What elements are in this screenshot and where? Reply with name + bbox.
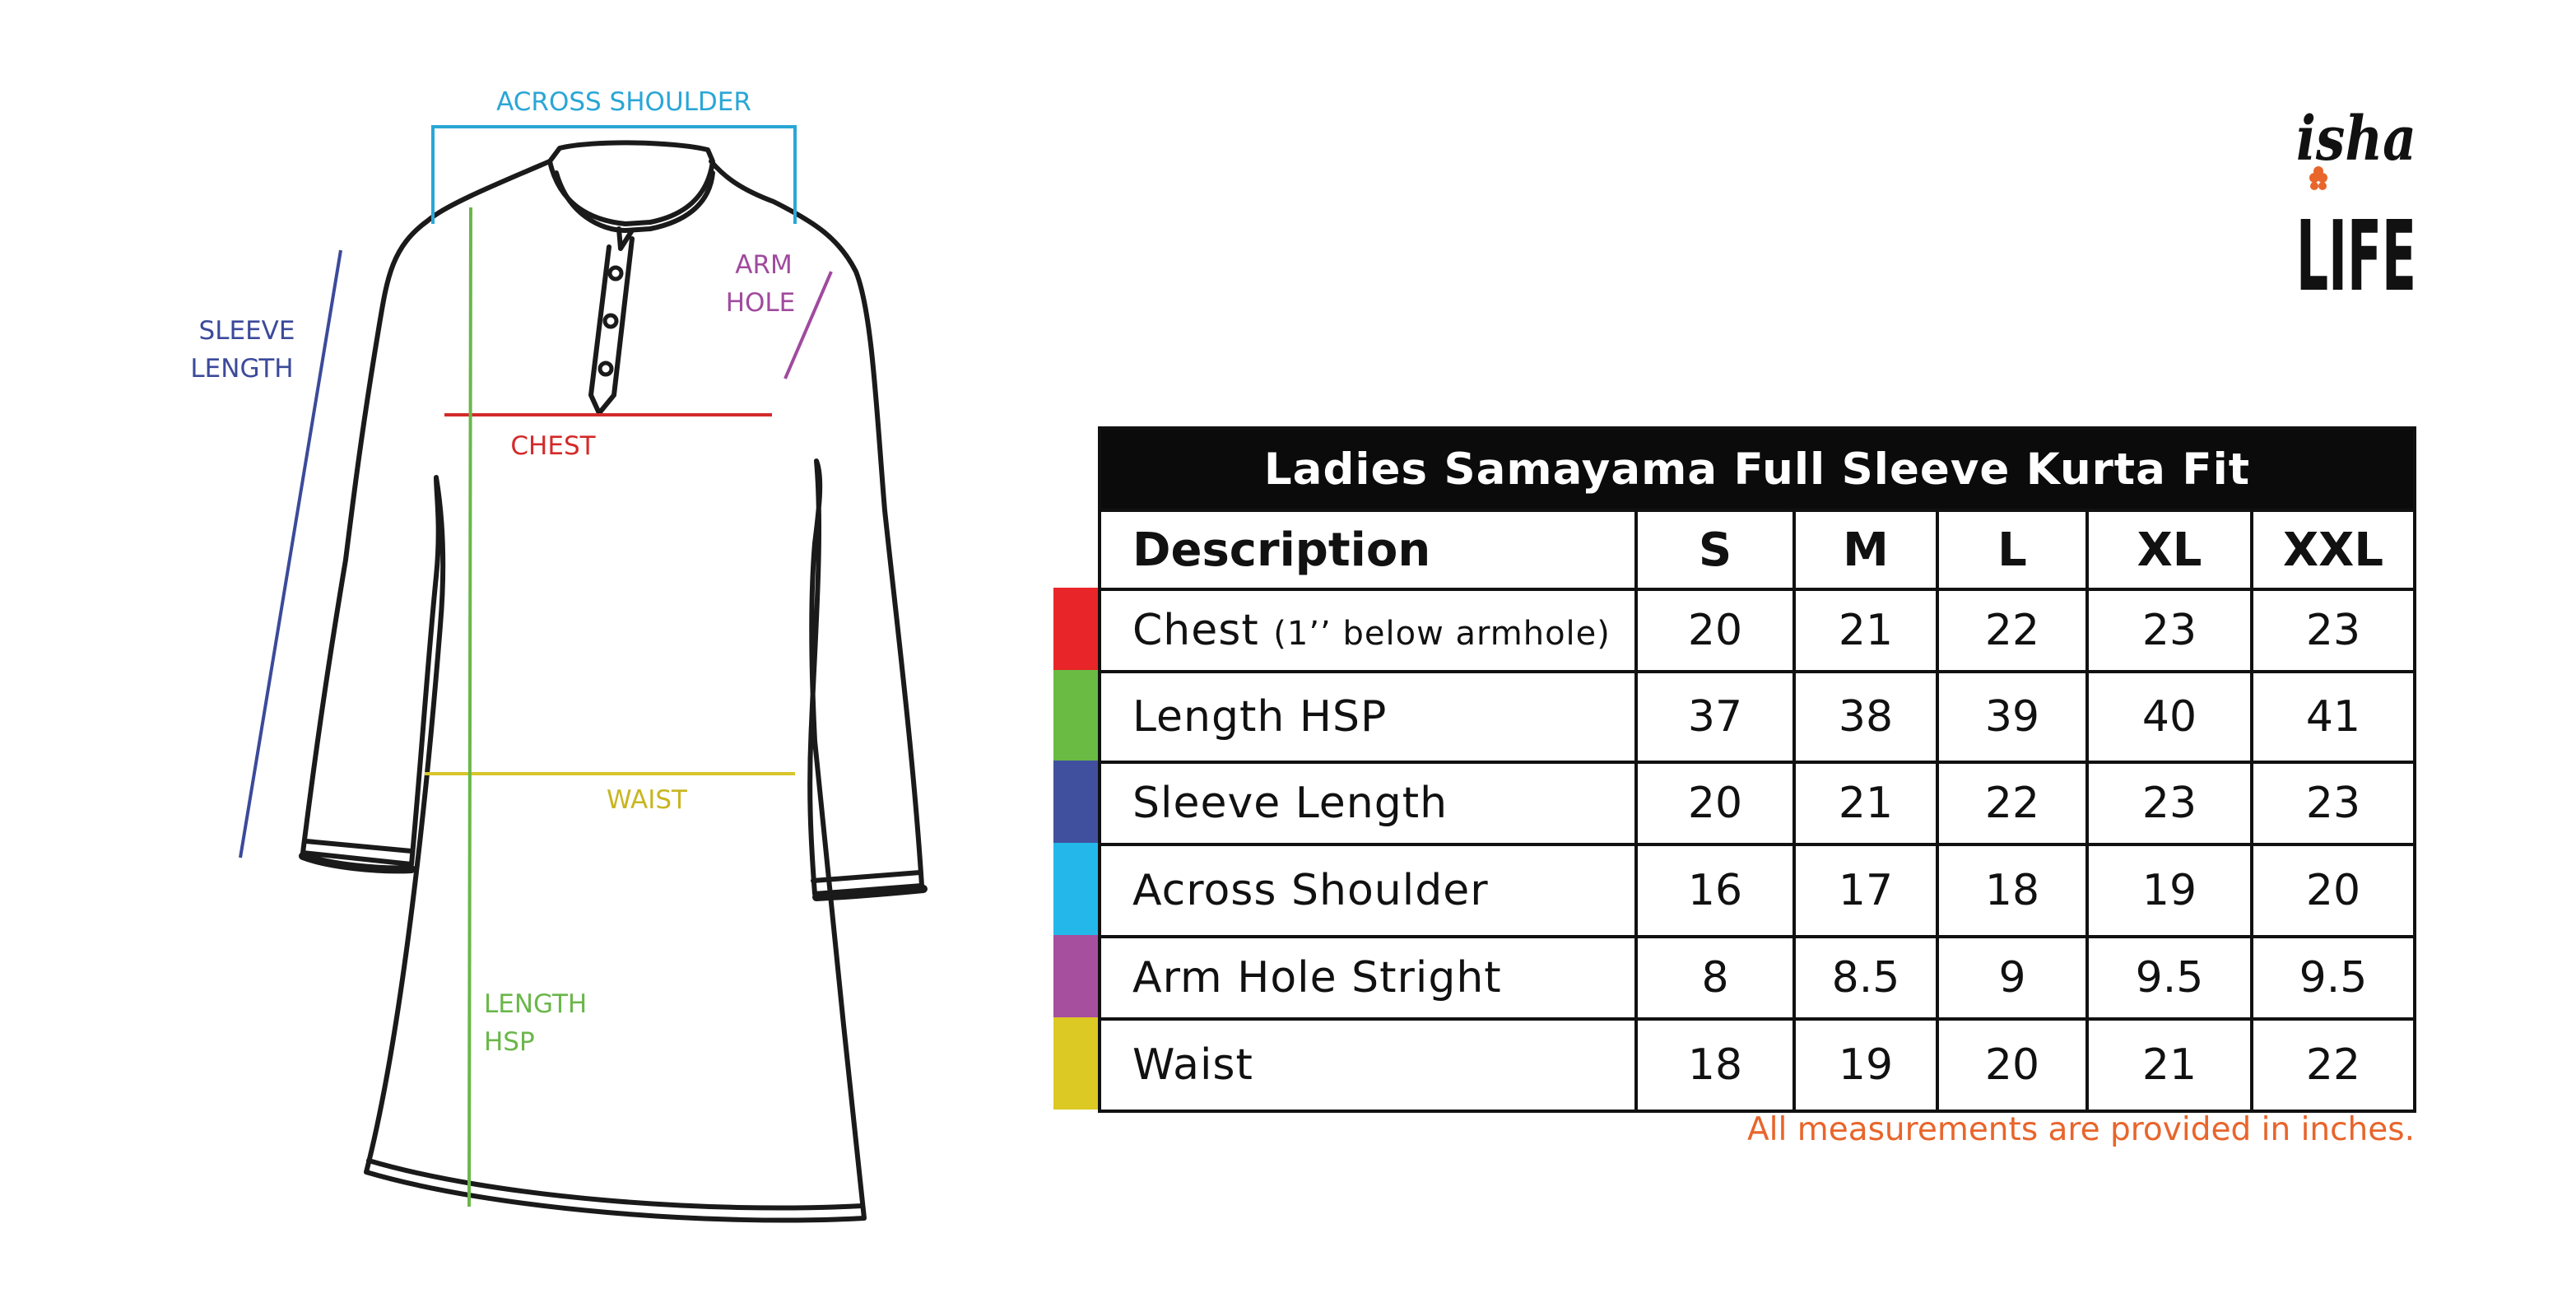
- length-hsp-label: LENGTH: [484, 989, 587, 1019]
- size-value-cell: 21: [2085, 1017, 2253, 1113]
- size-value-cell: 21: [1793, 588, 1939, 673]
- logo-isha-text: isha: [2296, 104, 2416, 174]
- logo-life-text: LIFE: [2296, 199, 2416, 305]
- size-value-cell: 20: [1634, 588, 1796, 673]
- size-value-cell: 41: [2250, 670, 2416, 764]
- row-description: Sleeve Length: [1098, 761, 1638, 846]
- size-value-cell: 38: [1793, 670, 1939, 764]
- row-description: Across Shoulder: [1098, 843, 1638, 938]
- color-key-column: [1053, 588, 1098, 1110]
- size-value-cell: 9.5: [2250, 935, 2416, 1021]
- size-value-cell: 18: [1936, 843, 2089, 938]
- size-value-cell: 20: [1936, 1017, 2089, 1113]
- size-value-cell: 21: [1793, 761, 1939, 846]
- size-value-cell: 22: [2250, 1017, 2416, 1113]
- length-hsp-guide: [467, 207, 472, 1207]
- header-size: S: [1634, 509, 1796, 591]
- size-value-cell: 22: [1936, 761, 2089, 846]
- size-value-cell: 23: [2250, 761, 2416, 846]
- chest-label: CHEST: [510, 431, 596, 461]
- row-description: Length HSP: [1098, 670, 1638, 764]
- size-value-cell: 9: [1936, 935, 2089, 1021]
- size-value-cell: 8.5: [1793, 935, 1939, 1021]
- length-hsp-label: HSP: [484, 1027, 535, 1057]
- header-size: XXL: [2250, 509, 2416, 591]
- color-key: [1053, 935, 1098, 1017]
- size-value-cell: 19: [2085, 843, 2253, 938]
- size-value-cell: 40: [2085, 670, 2253, 764]
- row-label: Arm Hole Stright: [1132, 953, 1502, 1003]
- size-value-cell: 17: [1793, 843, 1939, 938]
- sleeve-length-guide: [239, 249, 342, 858]
- row-label: Length HSP: [1132, 692, 1388, 742]
- size-value-cell: 19: [1793, 1017, 1939, 1113]
- header-size: M: [1793, 509, 1939, 591]
- row-description: Chest (1’’ below armhole): [1098, 588, 1638, 673]
- arm-hole-guide: [783, 271, 833, 379]
- size-value-cell: 20: [1634, 761, 1796, 846]
- size-value-cell: 16: [1634, 843, 1796, 938]
- row-label: Across Shoulder: [1132, 866, 1489, 915]
- measurement-footnote: All measurements are provided in inches.: [1746, 1111, 2415, 1148]
- size-value-cell: 39: [1936, 670, 2089, 764]
- color-key: [1053, 843, 1098, 935]
- waist-label: WAIST: [607, 785, 688, 815]
- color-key: [1053, 670, 1098, 761]
- logo-flower-icon: [2309, 166, 2327, 190]
- row-description: Waist: [1098, 1017, 1638, 1113]
- button-dot: [607, 265, 624, 281]
- row-note: (1’’ below armhole): [1273, 615, 1611, 653]
- size-value-cell: 9.5: [2085, 935, 2253, 1021]
- sleeve-length-label: SLEEVE: [199, 316, 295, 346]
- arm-hole-label: HOLE: [726, 288, 796, 318]
- size-value-cell: 23: [2085, 588, 2253, 673]
- kurta-diagram: ACROSS SHOULDER SLEEVE LENGTH ARM HOLE C…: [190, 87, 928, 1223]
- size-value-cell: 8: [1634, 935, 1796, 1021]
- sleeve-length-label: LENGTH: [190, 354, 293, 384]
- across-shoulder-guide: [431, 125, 797, 224]
- header-description: Description: [1098, 509, 1638, 591]
- size-chart-table: Ladies Samayama Full Sleeve Kurta Fit De…: [1098, 426, 2416, 1113]
- size-value-cell: 18: [1634, 1017, 1796, 1113]
- header-size: L: [1936, 509, 2089, 591]
- row-label: Sleeve Length: [1132, 779, 1448, 828]
- kurta-outline: [299, 140, 928, 1223]
- button-dot: [598, 361, 614, 377]
- size-value-cell: 23: [2250, 588, 2416, 673]
- arm-hole-label: ARM: [735, 250, 793, 280]
- header-size: XL: [2085, 509, 2253, 591]
- size-value-cell: 23: [2085, 761, 2253, 846]
- color-key: [1053, 588, 1098, 670]
- row-description: Arm Hole Stright: [1098, 935, 1638, 1021]
- color-key: [1053, 1017, 1098, 1110]
- row-label: Chest: [1132, 606, 1259, 655]
- size-value-cell: 22: [1936, 588, 2089, 673]
- across-shoulder-label: ACROSS SHOULDER: [496, 87, 751, 117]
- color-key: [1053, 761, 1098, 843]
- row-label: Waist: [1132, 1040, 1253, 1090]
- kurta-buttons: [598, 265, 624, 377]
- table-title: Ladies Samayama Full Sleeve Kurta Fit: [1098, 426, 2416, 512]
- button-dot: [602, 313, 619, 329]
- size-value-cell: 37: [1634, 670, 1796, 764]
- isha-life-logo: isha LIFE: [2296, 104, 2416, 305]
- size-value-cell: 20: [2250, 843, 2416, 938]
